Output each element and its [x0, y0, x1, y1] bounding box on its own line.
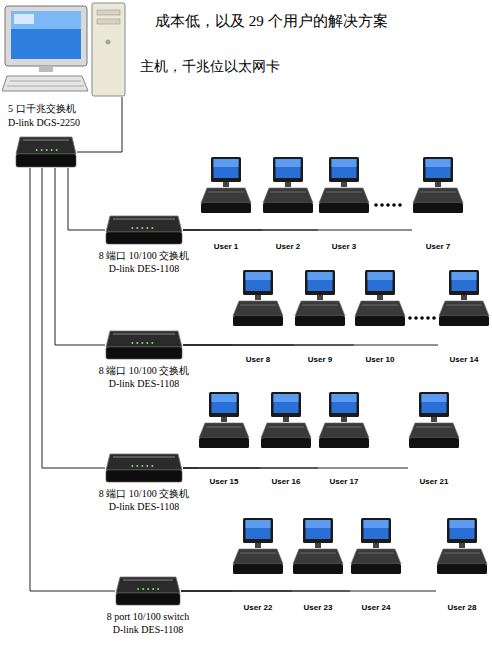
pc-icon — [232, 270, 284, 328]
user-label: User 9 — [308, 354, 332, 365]
access-switch: 8 端口 10/100 交换机D-link DES-1108 — [99, 215, 189, 275]
user-pc: User 23 — [292, 518, 344, 613]
user-label: User 7 — [426, 241, 450, 252]
device-label: D-link DES-1108 — [109, 262, 179, 275]
user-pc: User 10 — [354, 270, 406, 365]
network-cable — [42, 168, 105, 468]
network-cable — [181, 591, 436, 592]
user-label: User 3 — [332, 241, 356, 252]
pc-icon — [198, 392, 250, 450]
network-cable — [30, 168, 115, 591]
pc-icon — [292, 518, 344, 576]
user-label: User 8 — [246, 354, 270, 365]
user-label: User 14 — [450, 354, 479, 365]
network-cable — [55, 168, 105, 345]
user-label: User 24 — [362, 602, 391, 613]
user-pc: User 15 — [198, 392, 250, 487]
diagram-title: 成本低，以及 29 个用户的解决方案 — [155, 12, 388, 31]
pc-icon — [350, 518, 402, 576]
gigabit-switch: 5 口千兆交换机D-link DGS-2250 — [8, 102, 80, 168]
network-cable — [183, 345, 438, 346]
network-cable — [77, 97, 122, 152]
device-label: D-link DES-1108 — [109, 377, 179, 390]
user-label: User 23 — [304, 602, 333, 613]
switch-icon — [105, 453, 183, 483]
device-label: 8 端口 10/100 交换机 — [99, 249, 189, 262]
user-label: User 22 — [244, 602, 273, 613]
user-pc: User 28 — [436, 518, 488, 613]
access-switch: 8 端口 10/100 交换机D-link DES-1108 — [99, 453, 189, 513]
host-node: 主机，千兆位以太网卡 — [2, 2, 126, 97]
switch-icon — [115, 576, 181, 606]
pc-icon — [260, 392, 312, 450]
user-pc: User 8 — [232, 270, 284, 365]
pc-icon — [354, 270, 406, 328]
dots-row-2 — [408, 316, 436, 320]
user-pc: User 16 — [260, 392, 312, 487]
dots-row-1 — [374, 203, 402, 207]
user-label: User 10 — [366, 354, 395, 365]
pc-icon — [318, 157, 370, 215]
device-label: 8 端口 10/100 交换机 — [99, 487, 189, 500]
pc-icon — [412, 157, 464, 215]
switch-icon — [15, 136, 77, 168]
pc-icon — [436, 518, 488, 576]
device-label: D-link DGS-2250 — [8, 116, 80, 130]
user-pc: User 2 — [262, 157, 314, 252]
device-label: 5 口千兆交换机 — [8, 102, 80, 116]
device-label: 8 port 10/100 switch — [107, 610, 190, 623]
pc-icon — [262, 157, 314, 215]
switch-icon — [105, 330, 183, 360]
user-label: User 15 — [210, 476, 239, 487]
network-cable — [183, 230, 412, 231]
user-pc: User 3 — [318, 157, 370, 252]
user-pc: User 21 — [408, 392, 460, 487]
user-label: User 28 — [448, 602, 477, 613]
pc-icon — [318, 392, 370, 450]
switch-icon — [105, 215, 183, 245]
pc-icon — [294, 270, 346, 328]
user-label: User 2 — [276, 241, 300, 252]
pc-icon — [200, 157, 252, 215]
user-label: User 16 — [272, 476, 301, 487]
user-pc: User 24 — [350, 518, 402, 613]
user-pc: User 17 — [318, 392, 370, 487]
device-label: D-link DES-1108 — [113, 623, 183, 636]
access-switch: 8 port 10/100 switchD-link DES-1108 — [107, 576, 190, 636]
user-pc: User 9 — [294, 270, 346, 365]
pc-icon — [438, 270, 490, 328]
user-label: User 1 — [214, 241, 238, 252]
host-computer — [2, 2, 126, 97]
network-cable — [183, 468, 408, 469]
pc-icon — [232, 518, 284, 576]
device-label: D-link DES-1108 — [109, 500, 179, 513]
user-pc: User 1 — [200, 157, 252, 252]
pc-icon — [408, 392, 460, 450]
network-cable — [68, 168, 105, 230]
user-label: User 21 — [420, 476, 449, 487]
device-label: 8 端口 10/100 交换机 — [99, 364, 189, 377]
user-pc: User 22 — [232, 518, 284, 613]
access-switch: 8 端口 10/100 交换机D-link DES-1108 — [99, 330, 189, 390]
user-pc: User 7 — [412, 157, 464, 252]
user-label: User 17 — [330, 476, 359, 487]
device-label: 主机，千兆位以太网卡 — [140, 58, 280, 76]
user-pc: User 14 — [438, 270, 490, 365]
